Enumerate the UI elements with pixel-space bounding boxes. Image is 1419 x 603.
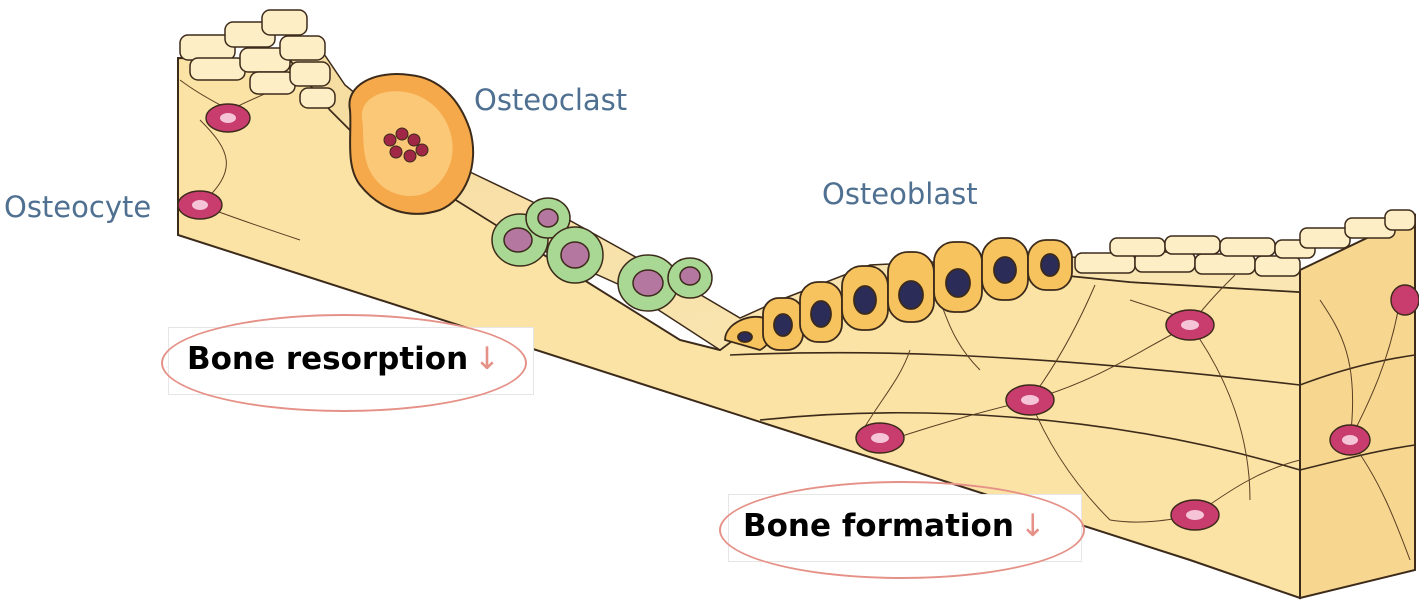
down-arrow-icon: ↓ bbox=[474, 341, 500, 377]
resorption-text-row: Bone resorption↓ bbox=[187, 341, 500, 377]
down-arrow-icon: ↓ bbox=[1020, 508, 1046, 544]
bone-slab-side bbox=[1300, 215, 1415, 598]
osteoclast-label: Osteoclast bbox=[474, 83, 627, 117]
formation-label: Bone formation bbox=[743, 508, 1014, 544]
resorption-label: Bone resorption bbox=[187, 341, 468, 377]
bone-resorption-callout: Bone resorption↓ bbox=[168, 327, 534, 395]
osteocyte-label: Osteocyte bbox=[4, 190, 151, 224]
osteoclast-cell bbox=[349, 74, 473, 214]
osteoblast-label: Osteoblast bbox=[822, 177, 978, 211]
formation-text-row: Bone formation↓ bbox=[743, 508, 1046, 544]
bone-formation-callout: Bone formation↓ bbox=[728, 494, 1082, 562]
